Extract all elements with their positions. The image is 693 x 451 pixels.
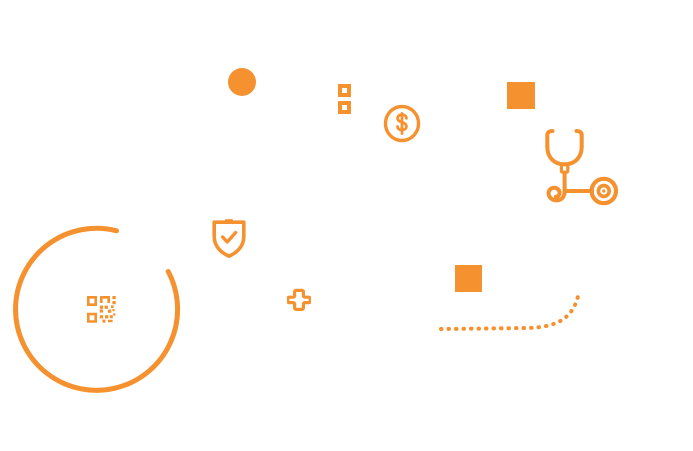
dotted-curve-path	[439, 290, 581, 331]
shield-check-icon	[212, 219, 246, 258]
filled-circle-dot	[228, 68, 256, 96]
medical-cross-icon	[287, 288, 311, 311]
qr-code-icon	[87, 296, 116, 323]
small-square-outline-bottom	[338, 101, 351, 114]
small-square-outline-top	[338, 84, 351, 97]
broken-ring-arc	[13, 225, 181, 393]
filled-square-bottom	[455, 265, 482, 292]
dollar-coin-icon	[383, 104, 421, 143]
stethoscope-icon	[545, 129, 619, 206]
filled-square-top	[507, 82, 535, 109]
